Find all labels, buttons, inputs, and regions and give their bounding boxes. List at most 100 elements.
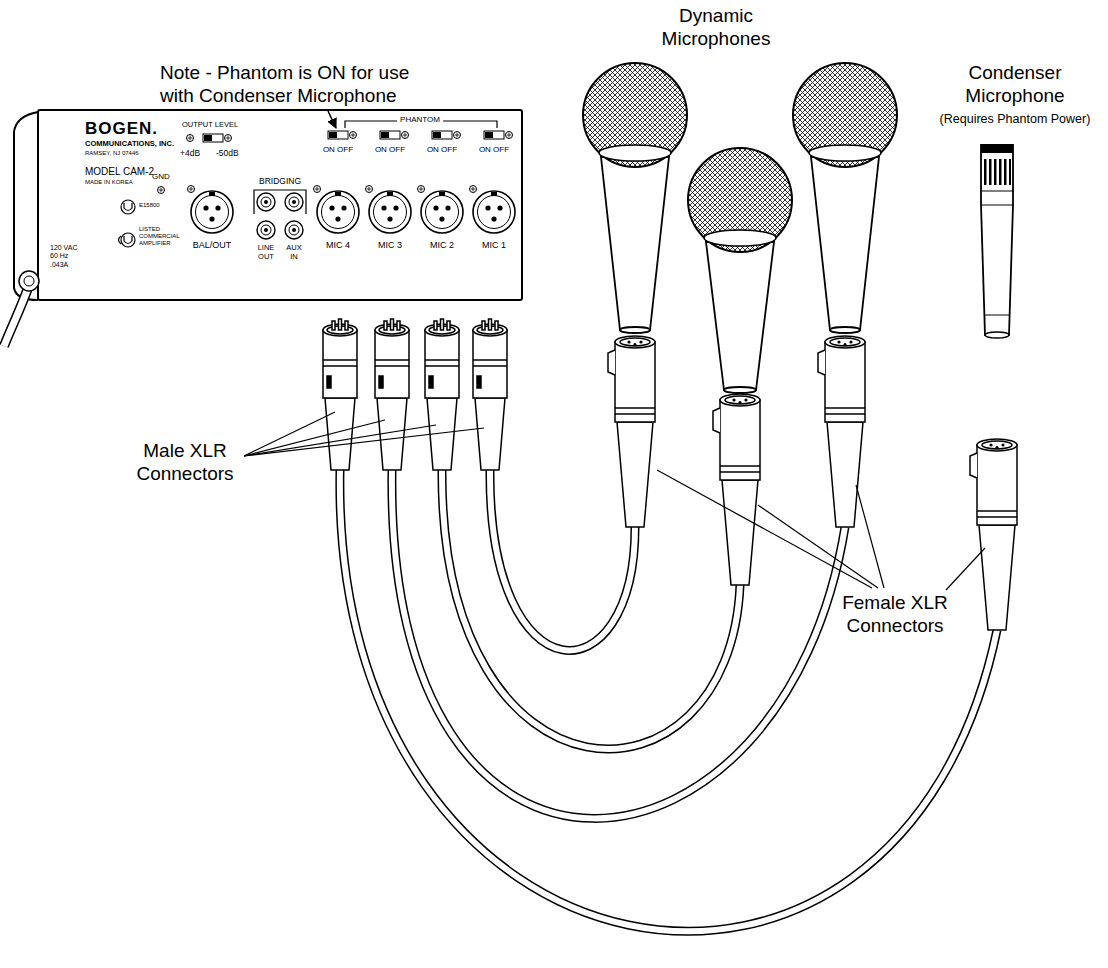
control-label: -50dB (216, 148, 239, 158)
leader-line (244, 420, 385, 456)
microphone-cable (340, 470, 997, 931)
condenser-microphone (985, 332, 1009, 338)
male-xlr-connector (375, 319, 409, 470)
phantom-switch (484, 131, 513, 139)
power-cord (4, 271, 39, 346)
leader-line (244, 425, 436, 456)
bridging-jacks (254, 190, 306, 239)
dynamic-microphone (688, 148, 792, 252)
jack-label: MIC 1 (482, 240, 506, 251)
power-cord (19, 271, 39, 291)
bridging-jacks (285, 221, 303, 239)
leader-line (244, 412, 335, 456)
bridging-jacks (257, 221, 275, 239)
phantom-switch (328, 131, 357, 139)
xlr-input-jack (418, 186, 464, 234)
condenser-microphone (981, 145, 1013, 335)
power-cord (4, 288, 28, 346)
bridging-jacks (254, 190, 306, 214)
microphone-cable (490, 470, 635, 650)
jack-label: MIC 2 (430, 240, 454, 251)
xlr-input-jack (314, 186, 360, 234)
ground-screw (158, 187, 165, 194)
amplifier-panel (14, 110, 522, 300)
jack-label: LINE OUT (252, 243, 280, 261)
female-xlr-connector (818, 336, 865, 527)
microphone-cable (490, 470, 635, 650)
switch-label: ON OFF (323, 145, 353, 155)
callout-heading: Dynamic Microphones (655, 5, 777, 51)
microphone-cable (392, 470, 845, 818)
leader-line (758, 505, 878, 588)
switch-label: ON OFF (427, 145, 457, 155)
approval-symbol (121, 200, 135, 214)
condenser-microphone (984, 159, 987, 185)
microphone-cable (442, 470, 740, 749)
approval-symbol (124, 236, 132, 244)
male-xlr-connector (323, 319, 357, 470)
note-text: Note - Phantom is ON for use with Conden… (160, 62, 428, 108)
leader-line (244, 412, 985, 590)
dynamic-microphone (724, 387, 756, 393)
note-arrow (328, 111, 336, 128)
control-label: +4dB (180, 148, 200, 158)
male-xlr-connector (425, 319, 459, 470)
callout-subtext: (Requires Phantom Power) (940, 112, 1091, 127)
phantom-switch (432, 131, 461, 139)
xlr-output-jack (188, 186, 234, 234)
xlr-input-jack (366, 186, 412, 234)
condenser-microphone (989, 159, 992, 185)
condenser-microphone (981, 145, 1013, 338)
power-rating: 120 VAC 60 Hz .043A (50, 244, 80, 269)
company-address: RAMSEY, NJ 07446 (85, 150, 139, 157)
condenser-microphone (981, 145, 1013, 153)
jack-label: MIC 4 (326, 240, 350, 251)
male-xlr-connector (323, 319, 507, 470)
dynamic-microphone (583, 63, 897, 393)
bridging-jacks (257, 193, 275, 211)
group-label: PHANTOM (397, 116, 443, 124)
condenser-microphone (994, 159, 997, 185)
model-label: MODEL CAM-2 (85, 166, 154, 178)
condenser-microphone (1009, 159, 1011, 185)
terminal-label: GND (152, 172, 170, 182)
microphone-cable (340, 470, 997, 931)
output-level-switch (203, 134, 232, 142)
output-level-switch (187, 134, 232, 142)
switch-label: ON OFF (375, 145, 405, 155)
xlr-input-jack (470, 186, 516, 234)
approval-symbol (119, 200, 136, 247)
amplifier-panel (38, 110, 522, 300)
dynamic-microphone (811, 157, 879, 330)
microphone-cable (442, 470, 740, 749)
female-xlr-connector (608, 336, 655, 527)
approval-symbol (124, 203, 132, 211)
approval-mark: LISTED COMMERCIAL AMPLIFIER (139, 226, 183, 248)
approval-symbol (121, 233, 135, 247)
leader-line (856, 485, 884, 588)
xlr-input-jack (314, 186, 516, 234)
phantom-switch (380, 131, 409, 139)
note-arrow (328, 111, 336, 128)
callout-label: Male XLR Connectors (130, 440, 240, 486)
leader-line (657, 470, 872, 588)
callout-label: Female XLR Connectors (840, 592, 950, 638)
female-xlr-connector (713, 394, 760, 585)
bridging-jacks (285, 193, 303, 211)
dynamic-microphone (620, 327, 650, 333)
brand-logo: BOGEN. (85, 119, 158, 139)
jack-label: AUX IN (283, 243, 305, 261)
approval-symbol (119, 236, 122, 244)
output-level-switch (187, 135, 194, 142)
microphone-cable (340, 470, 997, 931)
power-cord (4, 288, 28, 346)
condenser-microphone (999, 159, 1002, 185)
microphone-cable (392, 470, 845, 818)
xlr-output-jack (188, 186, 234, 234)
dynamic-microphone (830, 327, 860, 333)
dynamic-microphone (706, 242, 774, 390)
dynamic-microphone (793, 63, 897, 167)
male-xlr-connector (473, 319, 507, 470)
jack-label: BAL/OUT (193, 240, 232, 251)
